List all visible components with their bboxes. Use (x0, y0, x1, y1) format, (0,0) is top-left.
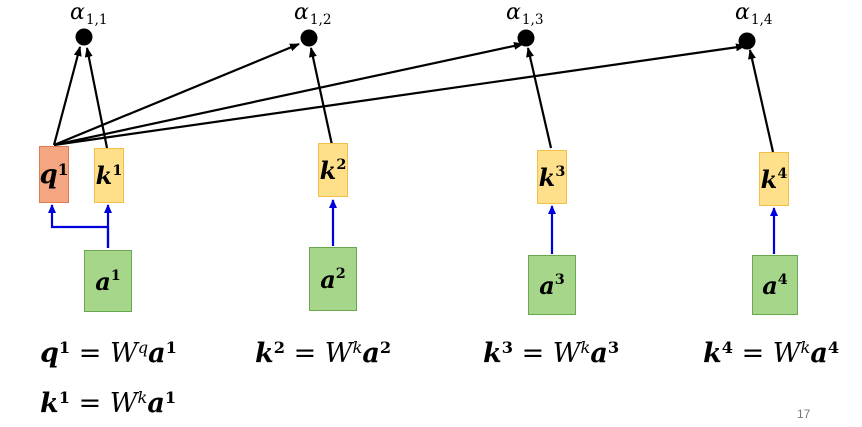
page-number: 17 (797, 407, 811, 421)
alpha-node-1 (75, 28, 93, 46)
arrow-q1-to-alpha13 (53, 41, 524, 147)
equation-k1: k1 = Wka1 (40, 388, 177, 419)
equation-k2: k2 = Wka2 (255, 338, 392, 369)
arrow-q1-to-alpha14 (53, 43, 746, 147)
arrow-k2-to-alpha12 (308, 47, 334, 146)
alpha-label-1-4: α1,4 (735, 0, 773, 28)
equation-k3: k3 = Wka3 (483, 338, 620, 369)
alpha-label-1-1: α1,1 (70, 0, 108, 28)
arrow-a1-to-q1 (48, 204, 110, 248)
arrow-k4-to-alpha14 (748, 49, 775, 153)
arrow-k1-to-alpha11 (84, 47, 109, 149)
arrow-q1-to-alpha11 (52, 46, 82, 146)
alpha-node-2 (300, 29, 318, 47)
alpha-label-1-3: α1,3 (506, 0, 544, 28)
alpha-node-3 (517, 29, 535, 47)
alpha-label-1-2: α1,2 (294, 0, 332, 28)
arrow-k3-to-alpha13 (526, 47, 553, 149)
equation-k4: k4 = Wka4 (703, 338, 840, 369)
arrow-q1-to-alpha12 (53, 42, 300, 147)
equation-q1: q1 = Wqa1 (40, 338, 177, 369)
alpha-node-4 (738, 32, 756, 50)
